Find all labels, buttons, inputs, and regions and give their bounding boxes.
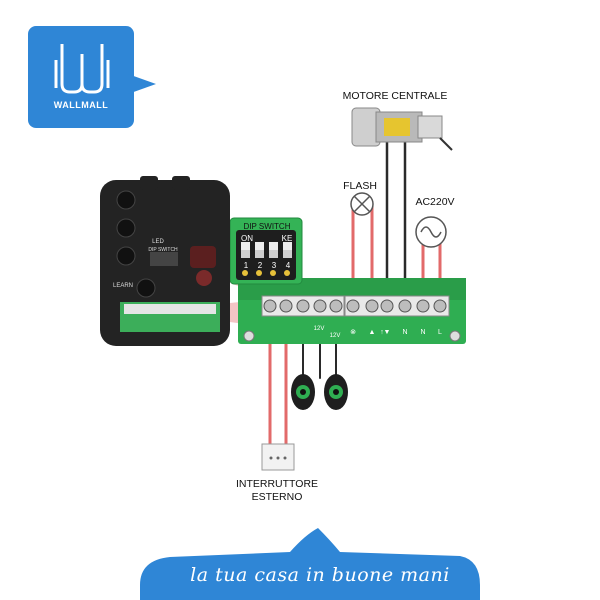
logo-mark-icon — [54, 44, 110, 94]
motor-icon — [351, 107, 453, 151]
dip-number-2: 2 — [257, 261, 263, 270]
dip-number-1: 1 — [243, 261, 249, 270]
terminal-block-right — [344, 295, 450, 317]
terminal-mark-7: L — [438, 329, 442, 336]
dip-on-label: ON — [241, 234, 253, 243]
module-learn-label: LEARN — [112, 283, 133, 289]
motor-label: MOTORE CENTRALE — [342, 90, 448, 102]
ac-label: AC220V — [415, 196, 455, 208]
slogan-text: la tua casa in buone mani — [190, 564, 450, 586]
dip-number-4: 4 — [285, 261, 291, 270]
flash-lamp-icon — [350, 192, 374, 216]
external-switch-label: INTERRUTTORE ESTERNO — [235, 478, 319, 503]
terminal-mark-1: ⊗ — [350, 329, 356, 336]
ac-source-icon — [415, 216, 447, 248]
slogan-banner — [140, 528, 480, 600]
control-module — [100, 176, 230, 346]
dip-switch-closeup — [229, 217, 303, 285]
terminal-mark-3: ↑ — [380, 329, 384, 336]
photocell-sensor-1 — [291, 374, 315, 410]
terminal-mark-2: ▲ — [368, 329, 376, 336]
terminal-block-left — [261, 295, 345, 317]
dip-switch-label: DIP SWITCH — [243, 222, 291, 231]
dip-number-3: 3 — [271, 261, 277, 270]
dip-ke-label: KE — [281, 234, 293, 243]
terminal-mark-4: ▼ — [383, 329, 391, 336]
flash-label: FLASH — [343, 180, 377, 192]
photocell-sensor-2 — [324, 374, 348, 410]
terminal-mark-6: N — [420, 329, 426, 336]
module-led-label: LED — [152, 239, 164, 245]
logo-speech-tail — [128, 74, 156, 94]
terminal-12v-1: 12V — [313, 326, 325, 332]
terminal-12v-2: 12V — [329, 333, 341, 339]
terminal-mark-5: N — [402, 329, 408, 336]
logo-text: WALLMALL — [53, 100, 109, 110]
module-dip-label: DIP SWITCH — [148, 247, 178, 253]
external-switch-connector — [261, 443, 295, 471]
